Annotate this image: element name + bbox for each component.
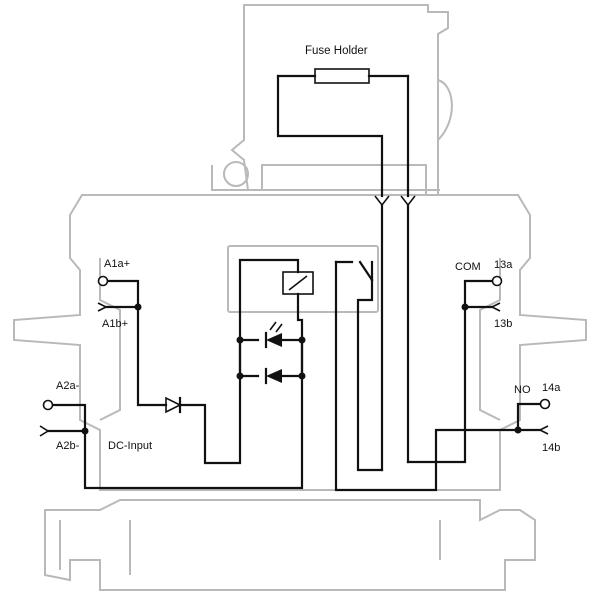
main-body-upper — [13, 194, 587, 491]
contact-blade — [358, 260, 374, 282]
coil-return — [296, 292, 304, 342]
a2b-label: A2b- — [56, 440, 80, 452]
terminal-a2a — [42, 399, 54, 411]
a1-to-diode — [136, 305, 168, 407]
contact-to-no — [334, 260, 520, 492]
housing-outline — [13, 4, 587, 591]
led-symbol — [266, 333, 282, 347]
coil-input-circuit — [39, 258, 314, 490]
terminal-a2b-plug — [39, 425, 50, 437]
dc-input-label: DC-Input — [108, 440, 152, 452]
a1a-label: A1a+ — [104, 258, 130, 270]
contact-common-feed — [356, 278, 384, 472]
junction-bridge-bl — [236, 372, 244, 380]
fuse-holder-circuit — [276, 68, 416, 472]
a2-return — [83, 338, 304, 490]
bridge-rails — [238, 338, 304, 378]
fuse-holder-base — [211, 165, 440, 191]
plug-connector-left — [374, 195, 390, 207]
led-emission-arrows — [269, 321, 283, 333]
diode-to-bridge — [178, 338, 242, 465]
fuse-left-return — [276, 74, 384, 198]
diagram-labels: Fuse Holder A1a+ A1b+ A2a- A2b- DC-Input… — [56, 45, 561, 454]
din-rail-details — [59, 520, 441, 575]
terminal-a1b-plug — [97, 302, 108, 312]
a1b-label: A1b+ — [102, 318, 128, 330]
13a-lead — [463, 279, 494, 309]
terminal-14a — [539, 398, 551, 410]
junction-bridge-br — [298, 372, 306, 380]
no-label: NO — [514, 384, 531, 396]
relay-window — [227, 245, 379, 313]
com-lead — [406, 305, 467, 464]
terminal-14a-label: 14a — [542, 382, 561, 394]
terminal-13b-plug — [490, 302, 501, 312]
series-diode — [165, 396, 182, 414]
fuse-holder-knob — [437, 79, 453, 141]
left-inner-profile — [99, 258, 121, 421]
14a-lead — [516, 402, 542, 432]
fuse-holder-label: Fuse Holder — [305, 45, 368, 57]
freewheel-diode — [266, 369, 282, 383]
terminal-13a-label: 13a — [494, 259, 513, 271]
a1a-lead — [106, 279, 140, 307]
fuse-symbol — [314, 68, 370, 84]
a2a-lead — [51, 403, 87, 432]
plug-connector-right — [400, 195, 416, 207]
com-label: COM — [455, 261, 481, 273]
fuse-holder-housing — [230, 4, 449, 196]
terminal-14b-label: 14b — [542, 442, 560, 454]
right-inner-profile — [479, 258, 501, 421]
a2a-label: A2a- — [56, 380, 80, 392]
din-rail-clip — [44, 499, 536, 591]
contact-circuit — [334, 260, 551, 492]
terminal-14b-plug — [538, 425, 549, 435]
terminal-a1a — [97, 275, 109, 287]
relay-coil-slash — [288, 275, 308, 291]
fuse-holder-latch — [223, 161, 249, 187]
fuse-down-leads — [380, 203, 410, 472]
coil-feed — [238, 258, 300, 342]
terminal-13b-label: 13b — [494, 318, 512, 330]
terminal-13a — [491, 275, 503, 287]
